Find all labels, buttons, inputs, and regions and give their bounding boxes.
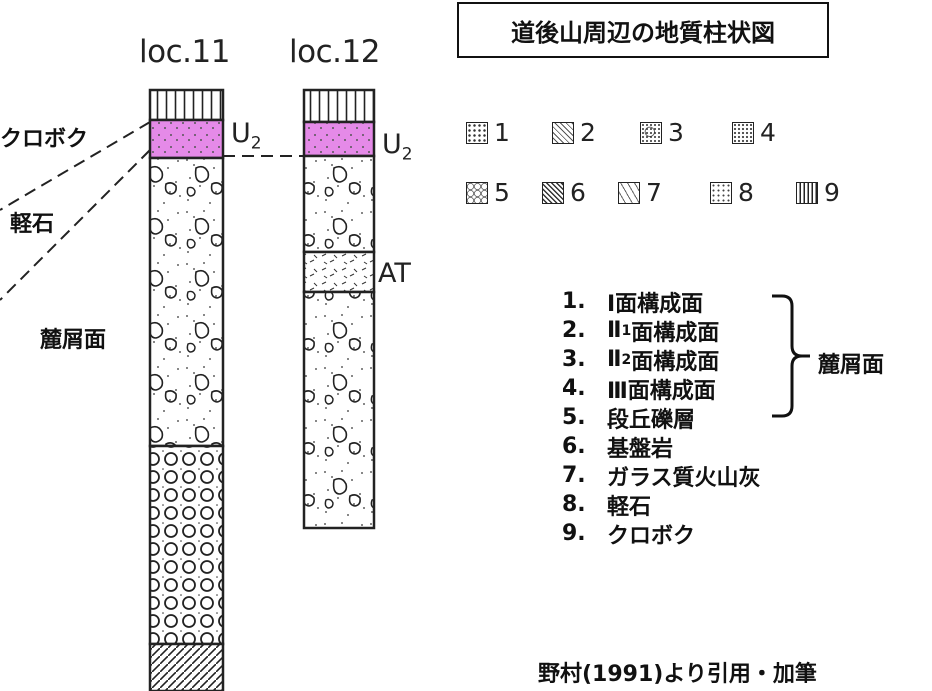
legend-row-2: 5 6 7 8 9: [466, 178, 840, 207]
legend-swatch-7: [618, 181, 640, 204]
legend-swatch-2: [552, 121, 574, 144]
list-item-5: 5.段丘礫層: [562, 405, 696, 433]
legend-swatch-4: [732, 121, 754, 144]
column-loc12: [302, 88, 376, 530]
list-item-6: 6.基盤岩: [562, 434, 674, 462]
legend-item-6: 6: [542, 178, 618, 207]
layer-pumice: [148, 118, 225, 160]
legend-swatch-8: [710, 181, 732, 204]
layer-terrace-gravel: [148, 444, 225, 646]
list-item-7: 7.ガラス質火山灰: [562, 463, 761, 491]
side-label-kuroboku: クロボク: [0, 127, 89, 152]
column-loc11: [148, 88, 225, 691]
pumice-pointer-line: [0, 149, 151, 301]
unit-label-loc12: U2: [382, 129, 413, 165]
list-item-1: 1.Ⅰ面構成面: [562, 289, 704, 317]
side-label-pumice: 軽石: [10, 212, 55, 237]
column-label-loc11: loc.11: [139, 34, 230, 70]
citation: 野村(1991)より引用・加筆: [538, 662, 817, 687]
unit-label-loc11: U2: [231, 118, 262, 154]
layer-pumice: [302, 120, 376, 158]
legend-item-5: 5: [466, 178, 542, 207]
legend-item-9: 9: [796, 178, 840, 207]
layer-kuroboku: [148, 88, 225, 122]
legend-swatch-9: [796, 181, 818, 204]
layer-kuroboku: [302, 88, 376, 124]
kuroboku-pointer-line: [0, 121, 151, 211]
legend-swatch-1: [466, 121, 488, 144]
list-item-8: 8.軽石: [562, 492, 652, 520]
side-label-talus: 麓屑面: [40, 328, 107, 353]
at-label: AT: [378, 258, 411, 289]
legend-item-4: 4: [732, 118, 776, 147]
legend-item-1: 1: [466, 118, 552, 147]
legend-item-7: 7: [618, 178, 710, 207]
diagram-title: 道後山周辺の地質柱状図: [457, 2, 829, 58]
legend-item-2: 2: [552, 118, 640, 147]
legend-bracket: [772, 294, 810, 418]
column-label-loc12: loc.12: [289, 34, 380, 70]
layer-talus-breccia-lower: [302, 290, 376, 530]
legend-item-3: 3: [640, 118, 732, 147]
layer-volcanic-ash: [302, 250, 376, 294]
list-item-4: 4.Ⅲ面構成面: [562, 376, 716, 404]
legend-swatch-6: [542, 181, 564, 204]
layer-talus-breccia: [148, 156, 225, 448]
layer-talus-breccia-upper: [302, 154, 376, 254]
legend-item-8: 8: [710, 178, 796, 207]
list-item-9: 9.クロボク: [562, 521, 696, 549]
layer-bedrock: [148, 642, 225, 691]
bracket-label: 麓屑面: [818, 353, 885, 378]
legend-swatch-3: [640, 121, 662, 144]
legend-row-1: 1 2 3 4: [466, 118, 776, 147]
legend-swatch-5: [466, 181, 488, 204]
dashed-lines: [0, 121, 304, 301]
